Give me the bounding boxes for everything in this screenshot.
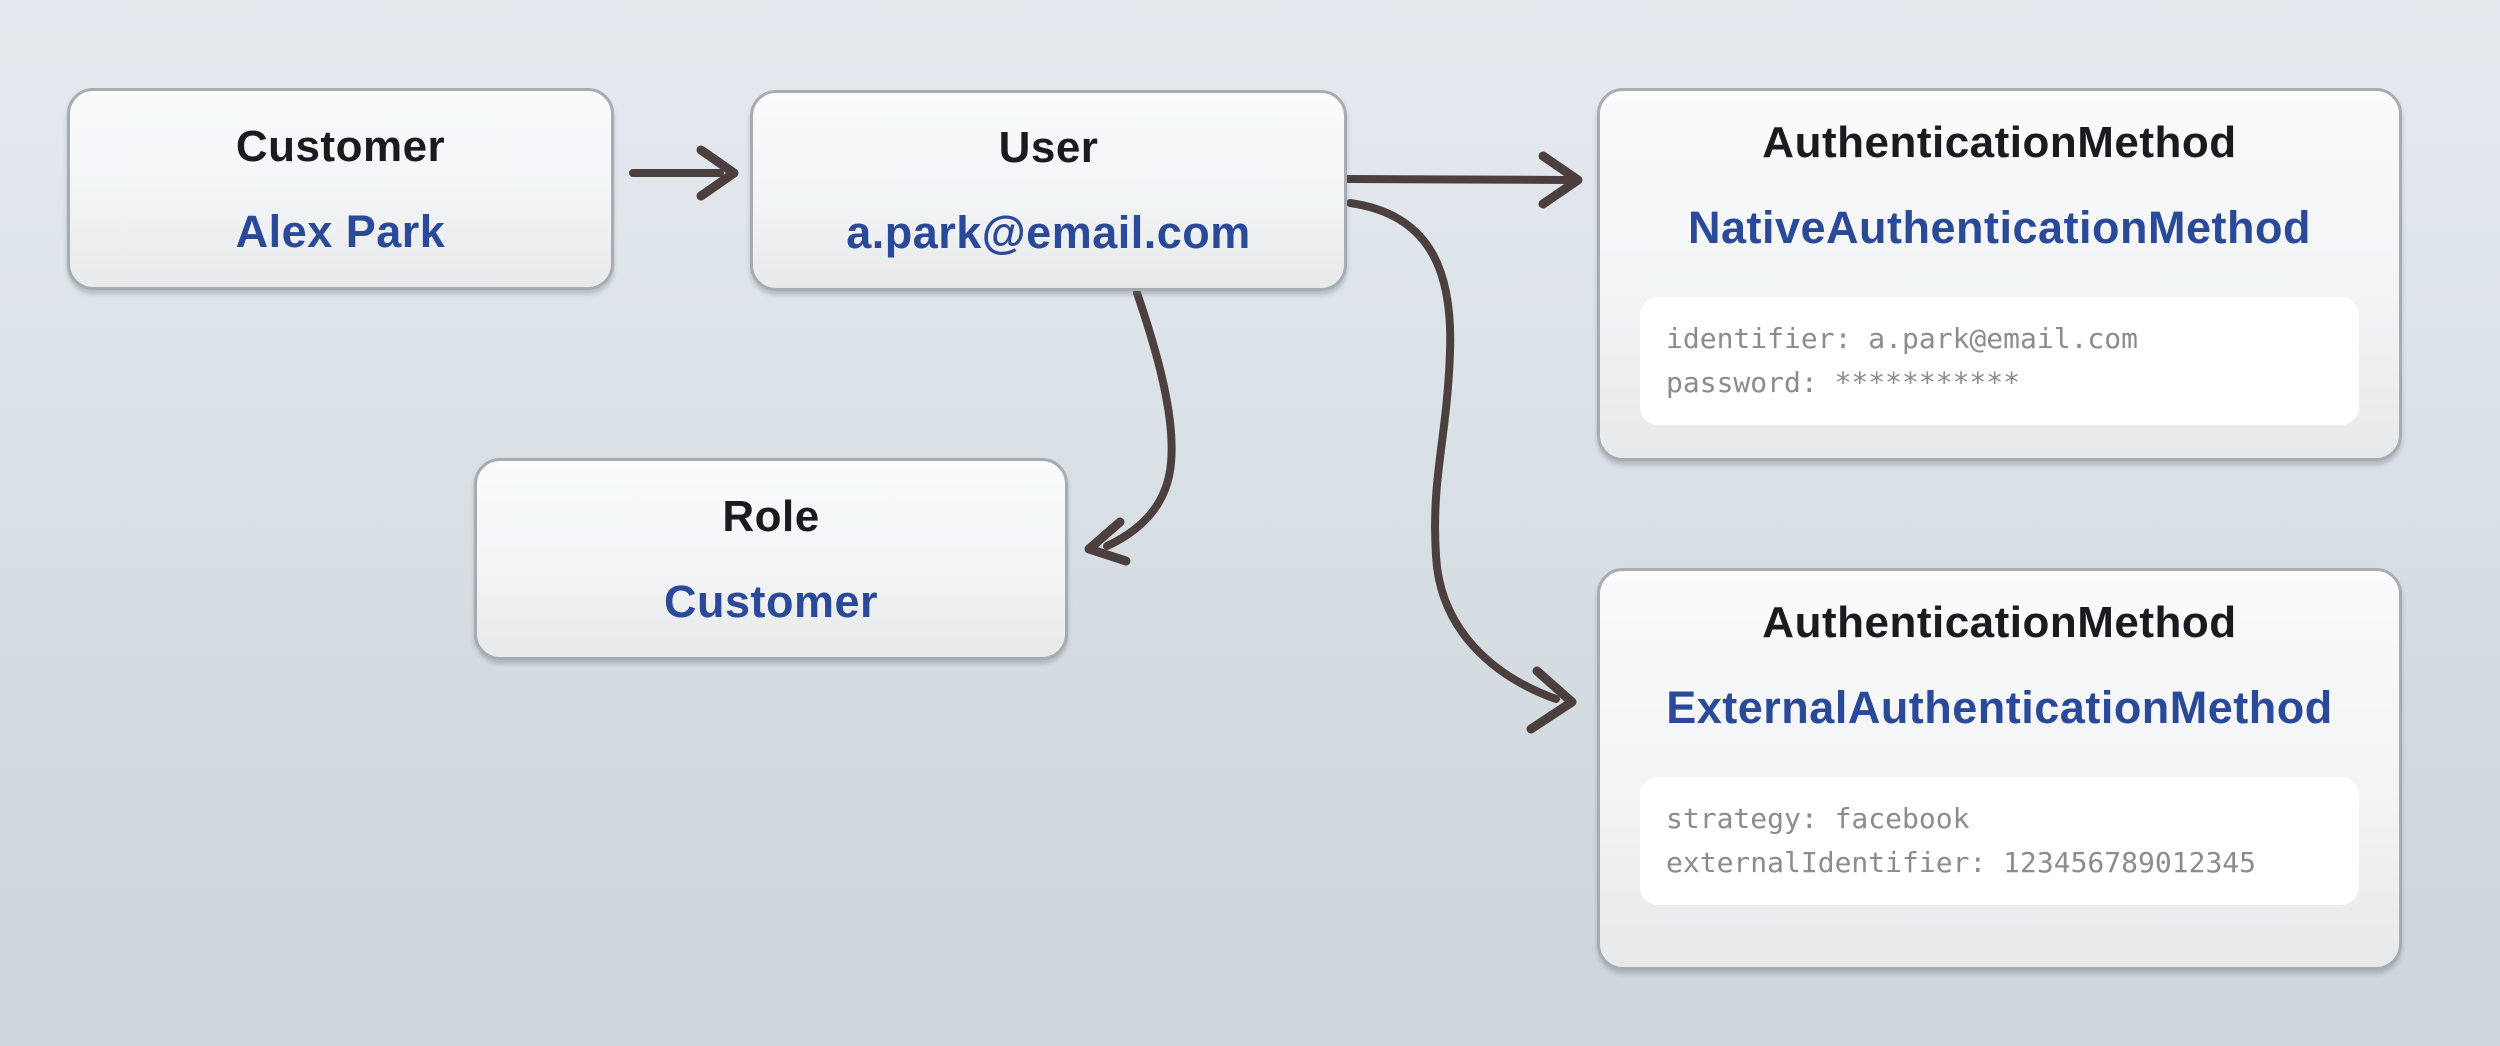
external-auth-node-value: ExternalAuthenticationMethod — [1666, 682, 2333, 733]
role-node-title: Role — [722, 491, 820, 541]
external-auth-strategy-attribute: strategy: facebook — [1666, 802, 1970, 835]
native-auth-identifier-attribute: identifier: a.park@email.com — [1666, 322, 2139, 355]
user-node-value: a.park@email.com — [846, 207, 1251, 258]
arrow-user-to-external-auth — [1346, 199, 1577, 734]
user-node-title: User — [998, 123, 1099, 172]
native-auth-node-value: NativeAuthenticationMethod — [1687, 202, 2311, 253]
native-auth-node-title: AuthenticationMethod — [1762, 118, 2237, 167]
role-node: Role Customer — [474, 458, 1068, 660]
customer-node-value: Alex Park — [235, 205, 446, 257]
role-node-value: Customer — [663, 575, 879, 627]
external-auth-attributes-panel: strategy: facebook externalIdentifier: 1… — [1640, 777, 2359, 905]
external-auth-identifier-attribute: externalIdentifier: 123456789012345 — [1666, 846, 2257, 879]
native-auth-attributes-panel: identifier: a.park@email.com password: *… — [1640, 297, 2359, 425]
customer-node: Customer Alex Park — [67, 88, 614, 290]
arrow-user-to-native-auth — [1344, 151, 1583, 209]
customer-node-title: Customer — [235, 121, 446, 171]
native-auth-password-attribute: password: *********** — [1666, 366, 2021, 399]
arrow-user-to-role — [1084, 289, 1176, 566]
arrow-customer-to-user — [629, 145, 739, 201]
native-auth-node: AuthenticationMethod NativeAuthenticatio… — [1597, 88, 2402, 461]
user-node: User a.park@email.com — [750, 90, 1347, 291]
external-auth-node: AuthenticationMethod ExternalAuthenticat… — [1597, 568, 2402, 970]
external-auth-node-title: AuthenticationMethod — [1762, 598, 2237, 647]
